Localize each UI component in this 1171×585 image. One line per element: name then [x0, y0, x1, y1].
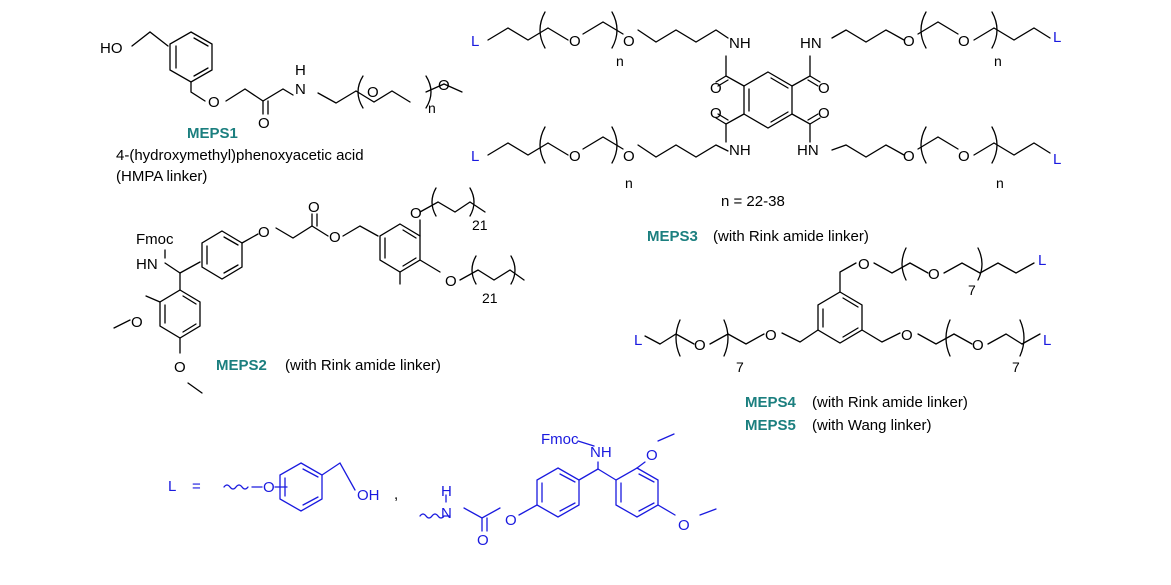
meps1-methoxy-o-label: O — [438, 77, 450, 94]
meps1-peg-o-label: O — [367, 84, 379, 101]
rink-h-label: H — [441, 483, 452, 500]
meps3-n-subscript-br: n — [996, 175, 1004, 191]
meps5-name: MEPS5 — [745, 417, 796, 434]
meps5-caption: (with Wang linker) — [812, 417, 931, 434]
meps3-o-carbonyl-bl: O — [710, 105, 722, 122]
rink-ether-o-label: O — [505, 512, 517, 529]
meps1-n-subscript: n — [428, 100, 436, 116]
meps3-n-subscript-bl: n — [625, 175, 633, 191]
meps45-o-label-top2: O — [928, 266, 940, 283]
meps1-name: MEPS1 — [187, 125, 238, 142]
meps2-carbonyl-o-label: O — [308, 199, 320, 216]
meps1-n-label: N — [295, 81, 306, 98]
meps3-n-subscript-tl: n — [616, 53, 624, 69]
meps3-o-carbonyl-tl: O — [710, 80, 722, 97]
meps3-o-label-tl1: O — [569, 33, 581, 50]
rink-carbonyl-o-label: O — [477, 532, 489, 549]
meps2-ether-o-label: O — [258, 224, 270, 241]
meps3-nh-label-tl: NH — [729, 35, 751, 52]
meps2-alkoxy-o1-label: O — [410, 205, 422, 222]
meps3-o-label-tr1: O — [903, 33, 915, 50]
meps45-l-label-left: L — [634, 332, 642, 349]
meps3-structure — [487, 11, 1051, 164]
meps1-carbonyl-o-label: O — [258, 115, 270, 132]
wang-oh-label: OH — [357, 487, 380, 504]
meps1-caption-line1: 4-(hydroxymethyl)phenoxyacetic acid — [116, 147, 364, 164]
meps4-name: MEPS4 — [745, 394, 797, 411]
rink-methoxy-o2-label: O — [678, 517, 690, 534]
meps2-chain1-subscript: 21 — [472, 217, 488, 233]
meps1-ho-label: HO — [100, 40, 123, 57]
meps3-o-label-bl2: O — [623, 148, 635, 165]
meps2-hn-label: HN — [136, 256, 158, 273]
rink-methoxy-o1-label: O — [646, 447, 658, 464]
rink-fmoc-label: Fmoc — [541, 431, 579, 448]
meps3-o-label-bl1: O — [569, 148, 581, 165]
meps3-n-subscript-tr: n — [994, 53, 1002, 69]
meps3-o-carbonyl-tr: O — [818, 80, 830, 97]
meps3-o-carbonyl-br: O — [818, 105, 830, 122]
meps1-caption-line2: (HMPA linker) — [116, 168, 207, 185]
meps3-caption: (with Rink amide linker) — [713, 228, 869, 245]
meps3-labels: L O O n NH O HN O O O n L O O L O O n NH… — [471, 29, 1061, 245]
wang-o-label: O — [263, 479, 275, 496]
meps3-hn-label-tr: HN — [800, 35, 822, 52]
meps1-structure — [131, 31, 463, 115]
meps2-labels: Fmoc HN O O O O 21 O 21 O O MEPS2 (with … — [131, 199, 498, 376]
meps3-range-label: n = 22-38 — [721, 193, 785, 210]
meps45-o-label-right1: O — [901, 327, 913, 344]
meps3-hn-label-br: HN — [797, 142, 819, 159]
meps3-o-label-br1: O — [903, 148, 915, 165]
meps3-o-label-tr2: O — [958, 33, 970, 50]
linker-def-l-label: L — [168, 478, 176, 495]
meps2-ester-o-label: O — [329, 229, 341, 246]
meps1-ether-o-label: O — [208, 94, 220, 111]
meps45-o-label-left2: O — [694, 337, 706, 354]
meps45-l-label-right: L — [1043, 332, 1051, 349]
meps2-methoxy-o1-label: O — [131, 314, 143, 331]
meps3-l-label-br: L — [1053, 151, 1061, 168]
meps45-o-label-left1: O — [765, 327, 777, 344]
meps45-structure — [644, 247, 1041, 357]
linker-def-labels: L = O OH , Fmoc NH N H O O O O — [168, 431, 690, 549]
linker-def-structure — [223, 433, 717, 532]
meps2-caption: (with Rink amide linker) — [285, 357, 441, 374]
meps3-o-label-tl2: O — [623, 33, 635, 50]
meps1-labels: HO O N H O O n O MEPS1 4-(hydroxymethyl)… — [100, 40, 450, 185]
meps2-chain2-subscript: 21 — [482, 290, 498, 306]
meps4-caption: (with Rink amide linker) — [812, 394, 968, 411]
meps45-o-label-right2: O — [972, 337, 984, 354]
linker-def-comma: , — [394, 486, 398, 503]
meps3-name: MEPS3 — [647, 228, 698, 245]
meps3-o-label-br2: O — [958, 148, 970, 165]
meps3-l-label-bl: L — [471, 148, 479, 165]
rink-n-label: N — [441, 505, 452, 522]
meps2-alkoxy-o2-label: O — [445, 273, 457, 290]
meps45-subscript-left: 7 — [736, 359, 744, 375]
meps2-name: MEPS2 — [216, 357, 267, 374]
meps3-l-label-tr: L — [1053, 29, 1061, 46]
meps1-h-label: H — [295, 62, 306, 79]
meps3-nh-label-bl: NH — [729, 142, 751, 159]
meps45-o-label-top1: O — [858, 256, 870, 273]
rink-nh-label: NH — [590, 444, 612, 461]
meps2-structure — [113, 187, 525, 394]
linker-def-equals: = — [192, 478, 201, 495]
meps45-labels: O O 7 L O O 7 L O O 7 L MEPS4 (with Rink… — [634, 252, 1051, 434]
meps2-methoxy-o2-label: O — [174, 359, 186, 376]
meps45-subscript-right: 7 — [1012, 359, 1020, 375]
meps45-subscript-top: 7 — [968, 282, 976, 298]
meps45-l-label-top: L — [1038, 252, 1046, 269]
meps3-l-label-tl: L — [471, 33, 479, 50]
meps2-fmoc-label: Fmoc — [136, 231, 174, 248]
